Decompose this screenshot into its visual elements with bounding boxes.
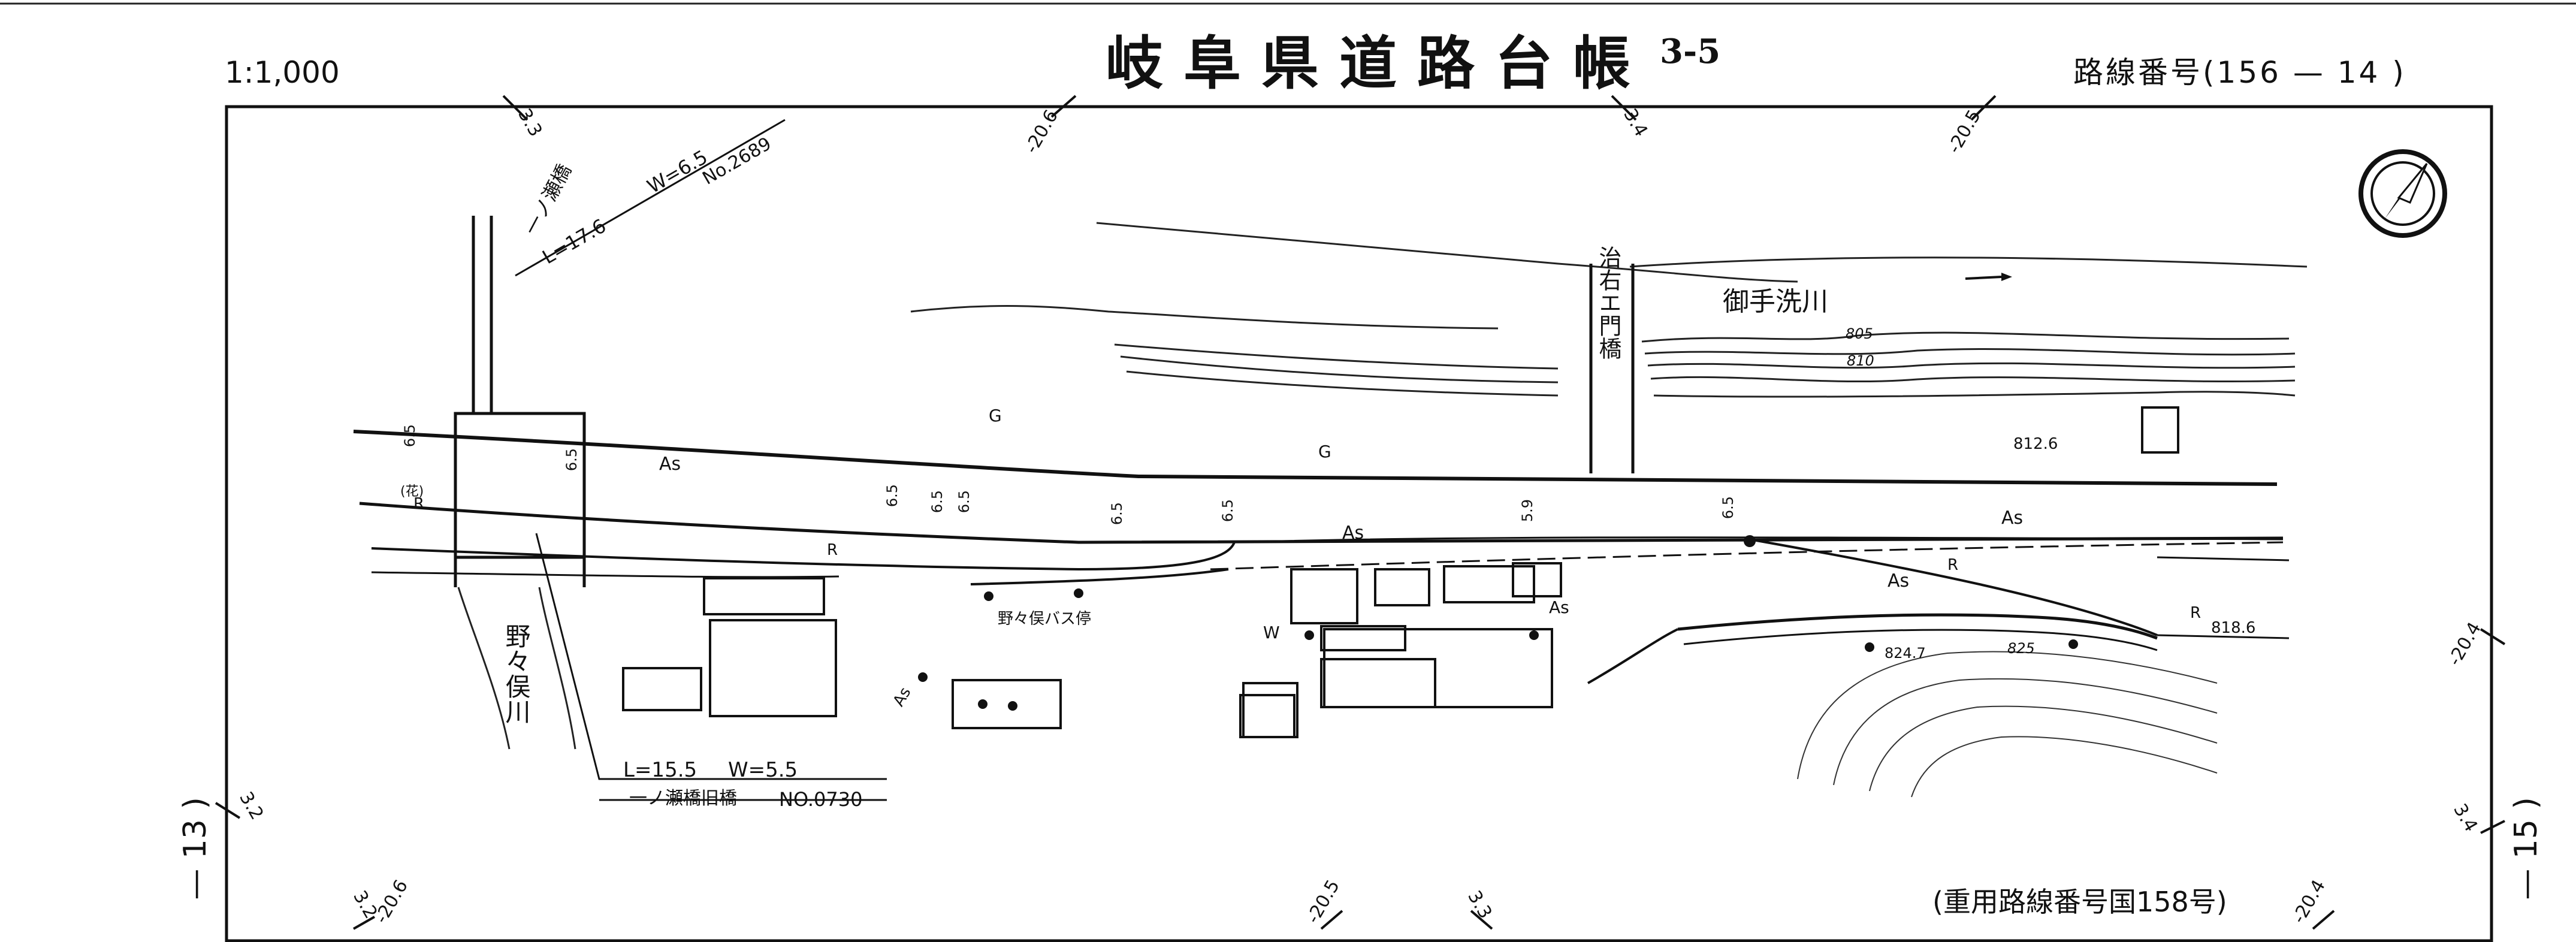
surface-flower: (花): [400, 484, 424, 499]
surface-w: W: [1263, 623, 1280, 642]
surface-as-5: As: [1549, 597, 1569, 617]
surface-r-4: R: [2190, 604, 2201, 622]
flow-arrow-icon: [1965, 273, 2012, 281]
road-width-5: 6.5: [956, 490, 973, 514]
ichinose-bridge: [454, 216, 586, 587]
page-title: 岐阜県道路台帳: [1106, 29, 1651, 97]
surface-r-1: R: [413, 495, 425, 513]
annotation-leaders: [515, 119, 887, 801]
hill-contours: [1797, 651, 2218, 798]
main-road: [353, 430, 2284, 585]
elevation-810: 810: [1847, 352, 1874, 369]
road-width-2: 6.5: [563, 448, 581, 472]
surface-g-1: G: [989, 406, 1002, 425]
elevation-812-6: 812.6: [2013, 435, 2058, 453]
river-mitarai: [910, 222, 2308, 398]
road-width-4: 6.5: [929, 490, 946, 514]
map-frame: [225, 105, 2493, 942]
old-bridge-name: 一ノ瀬橋旧橋: [629, 788, 737, 809]
bridge-label-jiuemon: 治右エ門橋: [1595, 246, 1621, 360]
road-width-3: 6.5: [884, 484, 901, 508]
river-label-mitarai: 御手洗川: [1723, 286, 1828, 317]
buildings: [622, 406, 2179, 738]
road-width-8: 5.9: [1519, 499, 1536, 523]
river-nonomata: [457, 587, 576, 750]
elevation-805: 805: [1846, 325, 1873, 342]
river-label-nonomata: 野々俣川: [502, 623, 531, 724]
surface-as-2: As: [1342, 523, 1364, 544]
road-width-6: 6.5: [1109, 502, 1126, 526]
old-bridge-width: W=5.5: [728, 758, 798, 782]
shared-route-label: (重用路線番号国158号): [1932, 886, 2227, 918]
surface-as-3: As: [2001, 508, 2024, 529]
surface-g-2: G: [1318, 442, 1331, 461]
road-width-7: 6.5: [1219, 499, 1237, 523]
surface-r-3: R: [1947, 556, 1959, 574]
old-bridge-length: L=15.5: [623, 758, 697, 782]
elevation-824-7: 824.7: [1885, 645, 1926, 662]
sheet-number: 3-5: [1660, 32, 1721, 71]
road-width-9: 6.5: [1720, 496, 1737, 520]
surface-r-2: R: [827, 541, 838, 559]
map-scale: 1:1,000: [225, 55, 340, 90]
road-width-1: 6.5: [401, 424, 419, 448]
north-arrow-icon: [2358, 149, 2447, 238]
bus-stop-label: 野々俣バス停: [998, 610, 1092, 628]
surface-as-1: As: [659, 454, 681, 475]
route-number: 路線番号(156 — 14 ): [2073, 55, 2406, 90]
grid-ticks: [215, 95, 2506, 930]
old-bridge-number: NO.0730: [779, 788, 863, 811]
elevation-825: 825: [2007, 640, 2035, 657]
surface-as-4: As: [1888, 570, 1910, 591]
jiuemon-bridge: [1589, 264, 1635, 473]
elevation-818-6: 818.6: [2211, 619, 2256, 637]
point-markers: [918, 535, 2078, 711]
branch-road: [1587, 538, 2290, 684]
